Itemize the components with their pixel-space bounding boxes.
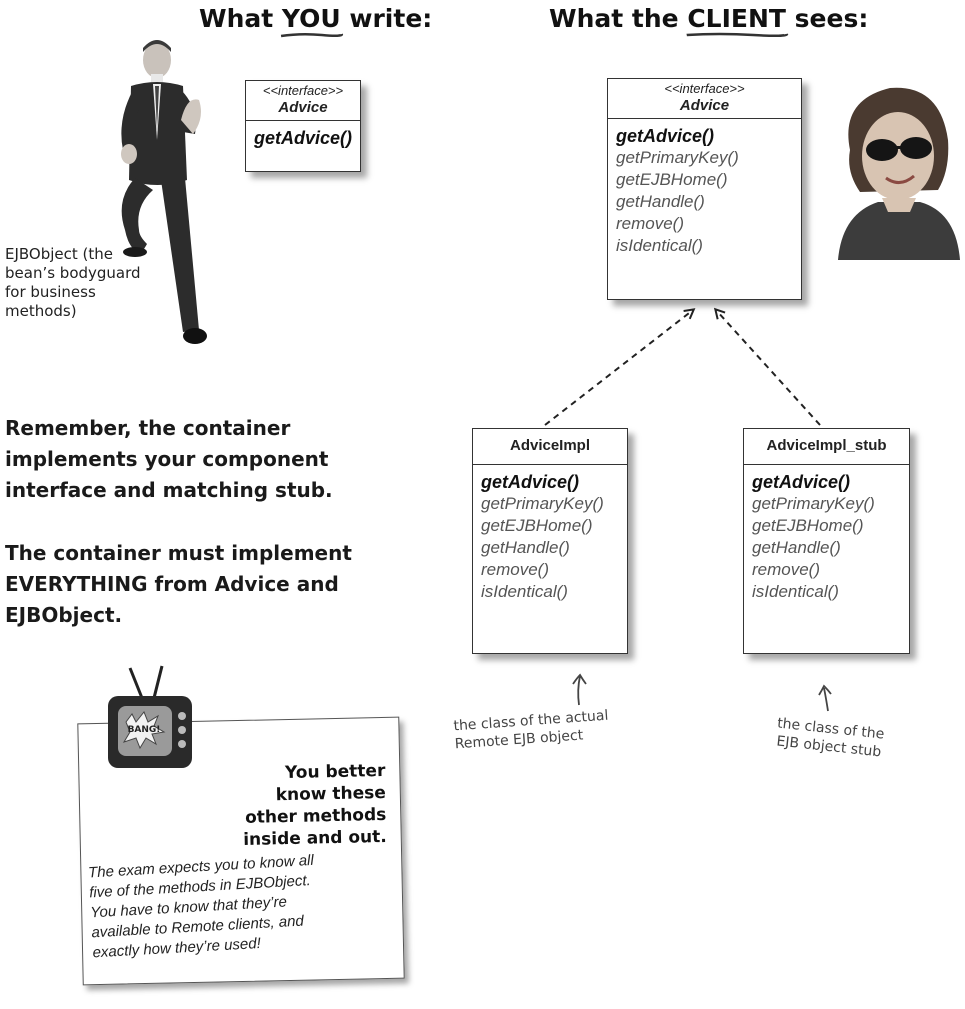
impl-annotation-arrow [572, 673, 587, 706]
stereotype-label: <<interface>> [664, 81, 745, 96]
class-box-advice-impl-stub: AdviceImpl_stub getAdvice() getPrimaryKe… [743, 428, 910, 654]
underline-stroke [280, 32, 343, 38]
heading-left-emphasis: YOU [281, 4, 341, 33]
title-line: You better [284, 760, 386, 784]
stereotype-label: <<interface>> [262, 83, 344, 98]
heading-right-emphasis: CLIENT [687, 4, 786, 33]
method-get-primary-key: getPrimaryKey() [616, 148, 739, 167]
client-woman-illustration [830, 80, 962, 260]
interface-name: Advice [679, 97, 730, 114]
heading-left-suffix: write: [340, 4, 433, 33]
class-name: AdviceImpl_stub [766, 437, 887, 454]
method-list: getAdvice() [246, 121, 360, 153]
method-get-primary-key: getPrimaryKey() [752, 494, 875, 513]
note-line: The container must implement [5, 541, 352, 565]
heading-left-prefix: What [199, 4, 282, 33]
method-remove: remove() [481, 560, 550, 579]
title-line: other methods [244, 804, 387, 828]
note-line: implements your component [5, 447, 329, 471]
interface-box-you: <<interface>> Advice getAdvice() [245, 80, 361, 172]
heading-right-prefix: What the [549, 4, 688, 33]
method-is-identical: isIdentical() [481, 582, 568, 601]
impl-realizes-arrow [544, 310, 693, 426]
method-remove: remove() [752, 560, 821, 579]
tv-badge-text: BANG! [128, 725, 161, 735]
heading-right-suffix: sees: [785, 4, 869, 33]
title-line: know these [275, 782, 387, 806]
method-get-ejb-home: getEJBHome() [616, 170, 728, 189]
heading-what-you-write: What YOU write: [199, 4, 433, 38]
method-get-advice: getAdvice() [752, 472, 851, 492]
caption-line: bean’s bodyguard [5, 264, 141, 282]
caption-line: for business [5, 283, 96, 301]
method-list: getAdvice() getPrimaryKey() getEJBHome()… [744, 465, 909, 607]
note-remember: Remember, the container implements your … [5, 413, 333, 506]
method-remove: remove() [616, 214, 685, 233]
class-box-advice-impl: AdviceImpl getAdvice() getPrimaryKey() g… [472, 428, 628, 654]
method-get-primary-key: getPrimaryKey() [481, 494, 604, 513]
note-must-implement: The container must implement EVERYTHING … [5, 538, 352, 631]
note-line: EVERYTHING from Advice and [5, 572, 339, 596]
method-get-advice: getAdvice() [616, 126, 715, 146]
method-get-ejb-home: getEJBHome() [481, 516, 593, 535]
method-get-handle: getHandle() [616, 192, 705, 211]
television-icon: BANG! [108, 665, 192, 768]
class-header: AdviceImpl_stub [744, 429, 909, 465]
method-get-advice: getAdvice() [254, 128, 353, 148]
interface-name: Advice [278, 99, 328, 116]
interface-header: <<interface>> Advice [246, 81, 360, 121]
exam-tip-title: You better know these other methods insi… [242, 760, 387, 851]
class-header: AdviceImpl [473, 429, 627, 465]
method-is-identical: isIdentical() [752, 582, 839, 601]
bodyguard-illustration [121, 40, 207, 344]
note-line: interface and matching stub. [5, 478, 333, 502]
heading-what-client-sees: What the CLIENT sees: [549, 4, 869, 38]
bodyguard-caption: EJBObject (the bean’s bodyguard for busi… [5, 245, 141, 321]
method-get-handle: getHandle() [481, 538, 570, 557]
caption-line: methods) [5, 302, 77, 320]
method-get-advice: getAdvice() [481, 472, 580, 492]
note-line: EJBObject. [5, 603, 123, 627]
method-get-ejb-home: getEJBHome() [752, 516, 864, 535]
method-list: getAdvice() getPrimaryKey() getEJBHome()… [608, 119, 801, 261]
method-get-handle: getHandle() [752, 538, 841, 557]
class-name: AdviceImpl [509, 437, 591, 454]
caption-line: EJBObject (the [5, 245, 114, 263]
method-is-identical: isIdentical() [616, 236, 703, 255]
method-list: getAdvice() getPrimaryKey() getEJBHome()… [473, 465, 627, 607]
interface-box-client: <<interface>> Advice getAdvice() getPrim… [607, 78, 802, 300]
underline-stroke [686, 32, 789, 38]
stub-annotation-arrow [818, 684, 832, 712]
exam-tip-body: The exam expects you to know all five of… [88, 847, 393, 964]
interface-header: <<interface>> Advice [608, 79, 801, 119]
stub-realizes-arrow [716, 310, 821, 426]
note-line: Remember, the container [5, 416, 291, 440]
